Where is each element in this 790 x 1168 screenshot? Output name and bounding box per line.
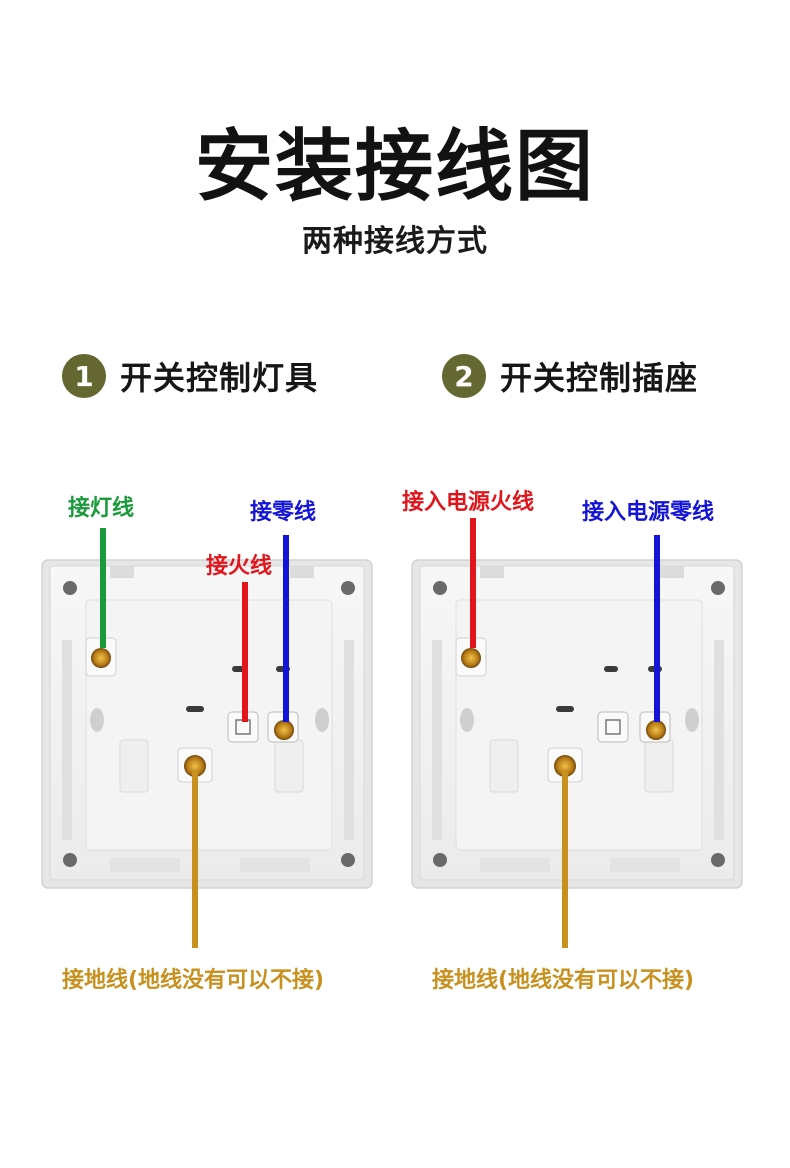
section-2-heading: 2 开关控制插座 bbox=[442, 352, 698, 400]
page-title: 安装接线图 bbox=[194, 122, 595, 212]
section-2-title: 开关控制插座 bbox=[500, 359, 699, 397]
section-1-heading: 1 开关控制灯具 bbox=[62, 352, 318, 400]
label-neutral-wire-1: 接零线 bbox=[250, 500, 317, 525]
section-1-title: 开关控制灯具 bbox=[120, 359, 319, 397]
label-lamp-wire-1: 接灯线 bbox=[68, 496, 135, 521]
label-ground-wire-2: 接地线(地线没有可以不接) bbox=[432, 968, 695, 993]
socket-back-2 bbox=[411, 559, 743, 889]
socket-back-1 bbox=[41, 559, 373, 889]
label-ground-wire-1: 接地线(地线没有可以不接) bbox=[62, 968, 325, 993]
page-subtitle: 两种接线方式 bbox=[302, 224, 488, 259]
label-neutral-wire-2: 接入电源零线 bbox=[582, 500, 715, 525]
label-live-wire-1: 接火线 bbox=[206, 554, 273, 579]
section-2-number-badge: 2 bbox=[442, 354, 486, 398]
section-1-number-badge: 1 bbox=[62, 354, 106, 398]
label-live-wire-2: 接入电源火线 bbox=[402, 490, 535, 515]
